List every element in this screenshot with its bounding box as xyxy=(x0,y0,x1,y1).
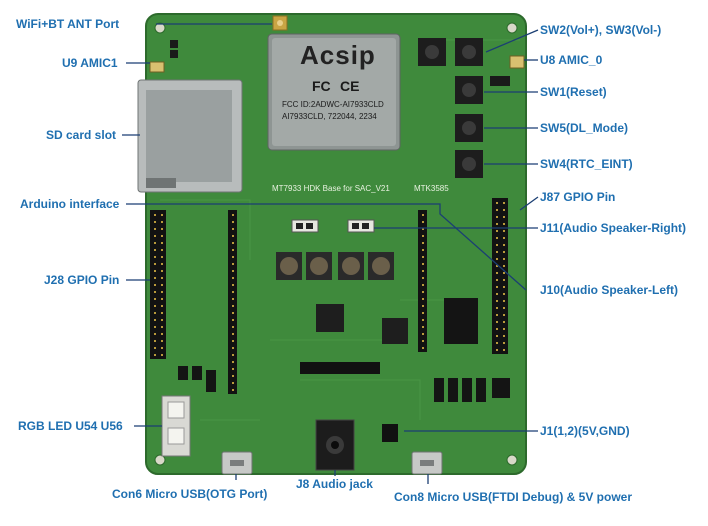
inductors xyxy=(276,252,394,280)
label-j11: J11(Audio Speaker-Right) xyxy=(540,221,687,235)
label-sd-card-slot: SD card slot xyxy=(46,128,117,142)
u8-mic xyxy=(509,55,525,69)
j1-connector xyxy=(382,424,398,442)
arduino-header-left xyxy=(228,210,237,394)
label-wifi-bt-ant: WiFi+BT ANT Port xyxy=(16,17,120,31)
jumper-block xyxy=(444,298,478,344)
module-ce-mark: CE xyxy=(340,78,360,94)
push-buttons xyxy=(418,38,483,178)
power-jumpers xyxy=(434,378,510,402)
label-con8-usb: Con8 Micro USB(FTDI Debug) & 5V power xyxy=(394,490,633,504)
callout-lines xyxy=(122,23,539,484)
module-serial: AI7933CLD, 722044, 2234 xyxy=(282,112,377,121)
label-u8-amic0: U8 AMIC_0 xyxy=(540,53,603,67)
mount-hole xyxy=(506,454,518,466)
module-brand: Acsip xyxy=(300,40,376,70)
j11-connector xyxy=(347,219,375,233)
j10-connector xyxy=(291,219,319,233)
label-sw5: SW5(DL_Mode) xyxy=(540,121,628,135)
module-fcc-id: FCC ID:2ADWC-AI7933CLD xyxy=(282,100,384,109)
label-sw2-sw3: SW2(Vol+), SW3(Vol-) xyxy=(540,23,662,37)
mount-hole xyxy=(154,22,166,34)
arduino-header-right xyxy=(418,210,427,352)
bottom-header xyxy=(300,362,380,374)
board-silkscreen-title: MT7933 HDK Base for SAC_V21 xyxy=(272,184,390,193)
module-fc-mark: FC xyxy=(312,78,331,94)
label-con6-usb: Con6 Micro USB(OTG Port) xyxy=(112,487,268,501)
label-rgb-led: RGB LED U54 U56 xyxy=(18,419,123,433)
u9-mic xyxy=(149,61,165,73)
mount-hole xyxy=(506,22,518,34)
label-j87-gpio: J87 GPIO Pin xyxy=(540,190,616,204)
label-sw1: SW1(Reset) xyxy=(540,85,607,99)
label-u9-amic1: U9 AMIC1 xyxy=(62,56,118,70)
j87-header xyxy=(492,198,508,354)
label-j28-gpio: J28 GPIO Pin xyxy=(44,273,120,287)
j28-header xyxy=(150,210,166,359)
label-j10: J10(Audio Speaker-Left) xyxy=(540,283,679,297)
ic-chip xyxy=(316,304,344,332)
mount-hole xyxy=(154,454,166,466)
board-silkscreen-chip: MTK3585 xyxy=(414,184,449,193)
ic-chip xyxy=(382,318,408,344)
label-j8-audio-jack: J8 Audio jack xyxy=(296,477,373,491)
label-arduino-interface: Arduino interface xyxy=(20,197,120,211)
small-header xyxy=(170,40,178,58)
rgb-leds xyxy=(161,395,191,457)
label-sw4: SW4(RTC_EINT) xyxy=(540,157,633,171)
label-j1: J1(1,2)(5V,GND) xyxy=(540,424,630,438)
